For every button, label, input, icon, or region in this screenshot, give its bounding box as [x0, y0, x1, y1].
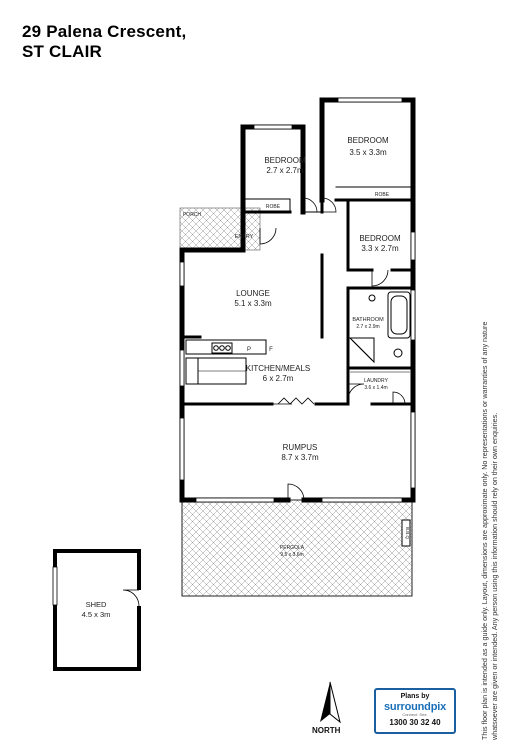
pergola-name: PERGOLA — [280, 545, 305, 551]
shed-name: SHED — [86, 600, 107, 609]
porch-area — [179, 207, 261, 251]
kitchen-meals-dims: 6 x 2.7m — [263, 374, 294, 383]
porch-label: PORCH — [183, 212, 201, 218]
address-line-2: ST CLAIR — [22, 42, 102, 61]
laundry-dims: 3.6 x 1.4m — [364, 385, 387, 391]
windows — [179, 97, 416, 503]
bbq-label: B.B.Q — [405, 527, 410, 540]
rumpus-name: RUMPUS — [283, 443, 318, 452]
logo-brand: surroundpix — [384, 701, 446, 713]
north-label: NORTH — [312, 726, 341, 735]
bedroom-right-name: BEDROOM — [359, 234, 401, 243]
bathroom-name: BATHROOM — [352, 317, 384, 323]
pergola-area — [181, 499, 413, 597]
logo-phone: 1300 30 32 40 — [389, 718, 441, 727]
bedroom-left-dims: 2.7 x 2.7m — [266, 166, 304, 175]
fixtures — [185, 291, 411, 547]
robe-right-label: ROBE — [375, 192, 390, 198]
surroundpix-logo: Plans by surroundpix Connect. See. 1300 … — [374, 688, 456, 734]
doors — [259, 197, 406, 501]
bedroom-left-name: BEDROOM — [264, 156, 306, 165]
logo-plans-by: Plans by — [400, 693, 430, 700]
bedroom-top-dims: 3.5 x 3.3m — [349, 148, 387, 157]
address-line-1: 29 Palena Crescent, — [22, 22, 187, 41]
lounge-dims: 5.1 x 3.3m — [234, 299, 272, 308]
bedroom-right-dims: 3.3 x 2.7m — [361, 244, 399, 253]
entry-label: ENTRY — [235, 234, 254, 240]
pantry-label: P — [247, 347, 251, 353]
disclaimer-text: This floor plan is intended as a guide o… — [480, 321, 499, 740]
bedroom-top-name: BEDROOM — [347, 136, 389, 145]
bathroom-dims: 2.7 x 2.9m — [356, 324, 379, 330]
lounge-name: LOUNGE — [236, 289, 270, 298]
fridge-label: F — [269, 347, 273, 353]
laundry-name: LAUNDRY — [364, 378, 388, 384]
robe-left-label: ROBE — [266, 204, 281, 210]
shed-dims: 4.5 x 3m — [82, 610, 111, 619]
kitchen-meals-name: KITCHEN/MEALS — [246, 364, 310, 373]
logo-tagline: Connect. See. — [402, 712, 428, 717]
north-arrow-icon — [320, 681, 341, 724]
pergola-dims: 9.5 x 3.6m — [280, 552, 303, 558]
shed — [52, 549, 141, 671]
rumpus-dims: 8.7 x 3.7m — [281, 453, 319, 462]
interior-walls — [180, 186, 415, 406]
